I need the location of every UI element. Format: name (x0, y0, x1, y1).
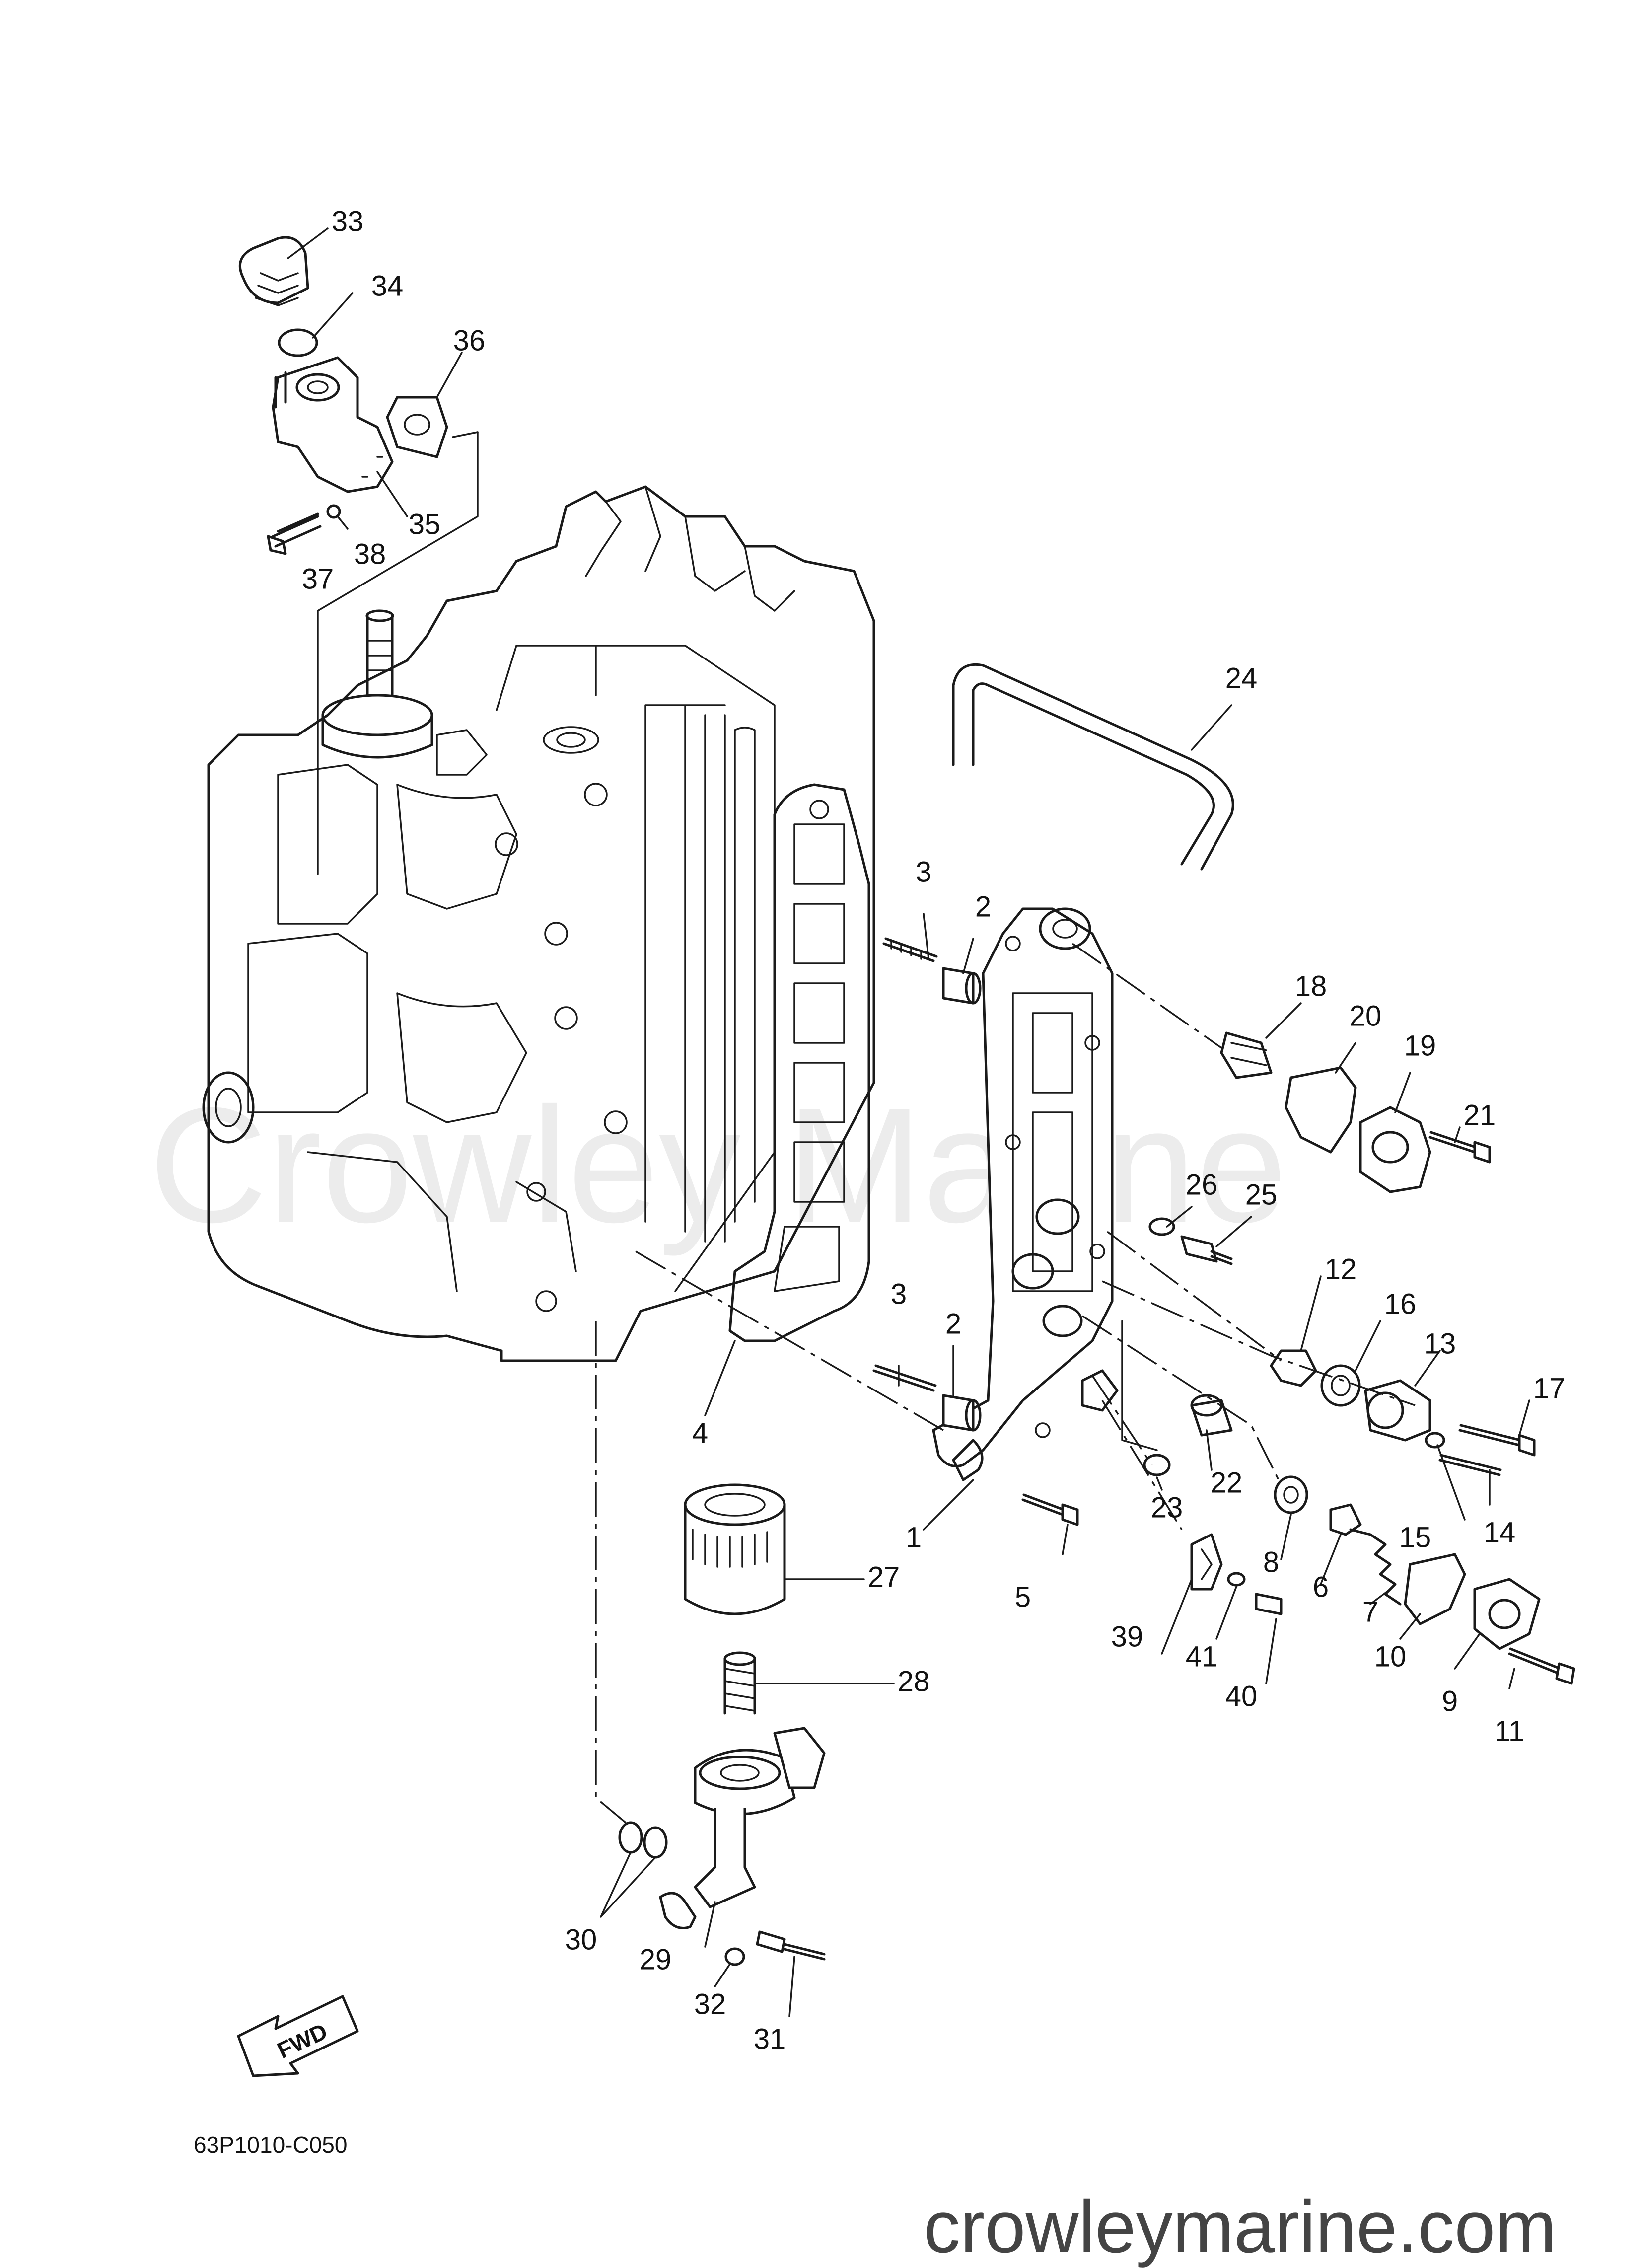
oil-filter-guide-line (595, 1321, 627, 1824)
callout-30: 30 (565, 1923, 597, 1956)
callout-25: 25 (1245, 1178, 1278, 1211)
callout-27: 27 (868, 1561, 900, 1593)
callout-28: 28 (898, 1665, 930, 1697)
callout-41: 41 (1186, 1640, 1218, 1673)
callout-39: 39 (1111, 1620, 1143, 1653)
callout-8: 8 (1263, 1546, 1279, 1578)
callout-37: 37 (302, 563, 334, 595)
callout-17: 17 (1533, 1372, 1566, 1404)
callout-19: 19 (1404, 1029, 1436, 1062)
callout-40: 40 (1225, 1680, 1258, 1712)
fwd-arrow: FWD (237, 1995, 359, 2077)
leader-lines (287, 227, 1530, 2017)
cylinder-block (202, 485, 875, 1362)
parts-guide-lines (635, 943, 1416, 1530)
callout-36: 36 (453, 324, 486, 357)
thermostat-cover-group (238, 236, 448, 555)
exhaust-cover-gasket (728, 783, 870, 1342)
exhaust-cover (932, 907, 1119, 1481)
callout-21: 21 (1464, 1099, 1496, 1131)
callout-3-lower: 3 (891, 1278, 907, 1310)
callout-33: 33 (332, 205, 364, 237)
callout-4: 4 (692, 1417, 708, 1449)
callout-3-upper: 3 (916, 856, 931, 888)
drawing-code: 63P1010-C050 (194, 2132, 347, 2158)
assembly-bracket-line (317, 431, 479, 875)
callout-18: 18 (1295, 970, 1327, 1002)
callout-5: 5 (1015, 1581, 1031, 1613)
callout-35: 35 (409, 508, 441, 540)
callout-31: 31 (754, 2023, 786, 2055)
callout-6: 6 (1313, 1571, 1329, 1603)
callout-38: 38 (354, 538, 386, 570)
callout-23: 23 (1151, 1491, 1183, 1524)
callout-11: 11 (1495, 1715, 1524, 1747)
callout-32: 32 (694, 1988, 726, 2020)
right-side-parts (872, 663, 1575, 1685)
callout-10: 10 (1374, 1640, 1407, 1673)
callout-16: 16 (1384, 1288, 1417, 1320)
callout-12: 12 (1325, 1253, 1357, 1285)
callout-14: 14 (1484, 1516, 1516, 1548)
callout-2-upper: 2 (975, 890, 991, 923)
callout-15: 15 (1399, 1521, 1431, 1553)
oil-filter-group (618, 1483, 826, 1966)
callout-7: 7 (1362, 1596, 1378, 1628)
callout-9: 9 (1442, 1685, 1458, 1717)
callout-29: 29 (640, 1943, 672, 1975)
callout-numbers: 1 2 2 3 3 4 5 6 7 8 9 10 11 12 13 14 15 … (302, 205, 1566, 2055)
callout-2-lower: 2 (945, 1308, 961, 1340)
callout-22: 22 (1211, 1466, 1243, 1499)
callout-34: 34 (371, 270, 404, 302)
callout-1: 1 (906, 1521, 922, 1553)
callout-24: 24 (1225, 662, 1258, 694)
callout-13: 13 (1424, 1327, 1456, 1360)
callout-26: 26 (1186, 1169, 1218, 1201)
website-footer: crowleymarine.com (924, 2186, 1557, 2268)
callout-20: 20 (1350, 1000, 1382, 1032)
